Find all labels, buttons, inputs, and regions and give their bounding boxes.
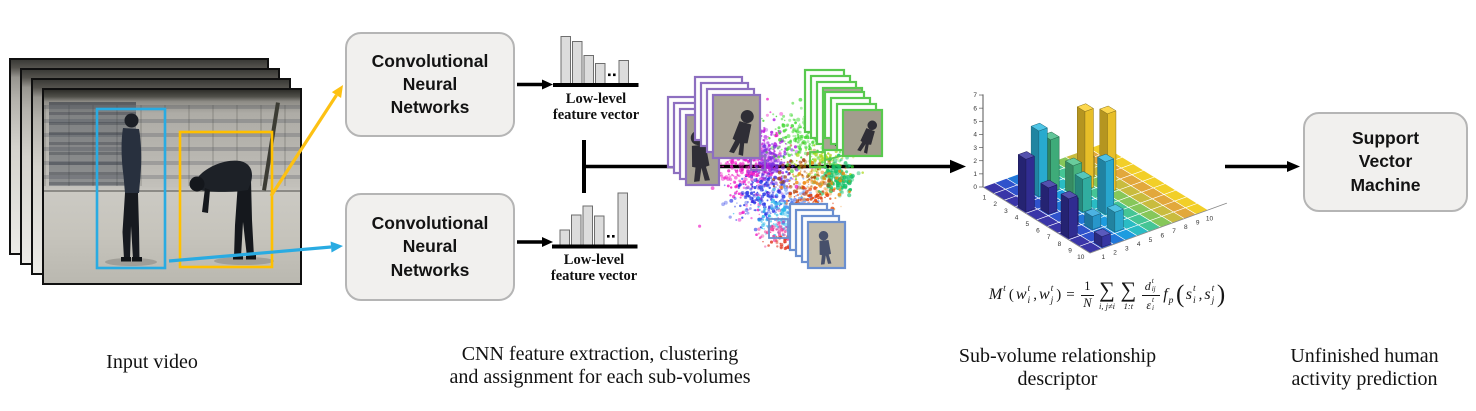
purple-stack-2 [693,75,762,160]
green-stack-2 [823,90,884,158]
svg-text:9: 9 [1068,247,1072,254]
svg-text:7: 7 [1172,228,1176,235]
caption-input-video: Input video [106,351,198,373]
pavement-edge [44,190,300,193]
caption-cnn-stage: CNN feature extraction, clustering and a… [449,343,751,388]
svg-text:3: 3 [973,145,977,152]
caption-prediction: Unfinished human activity prediction [1290,345,1439,390]
svg-text:10: 10 [1077,254,1085,261]
svg-text:1: 1 [973,171,977,178]
svg-text:5: 5 [1149,237,1153,244]
flow-arrows [168,79,1300,263]
svg-text:2: 2 [993,201,997,208]
feature-vector-label-bottom: Low-level feature vector [550,252,638,285]
svg-text:4: 4 [1015,214,1019,221]
svg-text:8: 8 [1058,241,1062,248]
svg-text:6: 6 [973,105,977,112]
svg-text:6: 6 [1036,228,1040,235]
svg-text:0: 0 [973,184,977,191]
svg-text:1: 1 [983,195,987,202]
tsne-scatter [698,95,875,251]
svg-text:8: 8 [1184,224,1188,231]
purple-stack-1 [666,95,721,187]
svg-text:2: 2 [973,158,977,165]
svg-text:7: 7 [1047,234,1051,241]
caption-descriptor: Sub-volume relationship descriptor [958,345,1157,390]
svg-text:9: 9 [1196,220,1200,227]
svg-text:5: 5 [1025,221,1029,228]
svg-text:5: 5 [973,119,977,126]
svg-text:3: 3 [1004,208,1008,215]
blue-stack-1 [788,202,847,270]
cnn-box-top: Convolutional Neural Networks [345,32,515,137]
green-stack-1 [803,68,864,152]
svg-text:1: 1 [1101,254,1105,261]
svg-text:10: 10 [1206,215,1214,222]
feature-histogram-bottom [552,192,638,249]
video-frame-front [42,88,302,285]
svg-text:7: 7 [973,92,977,99]
svm-box: Support Vector Machine [1303,112,1468,212]
svg-text:4: 4 [973,132,977,139]
cluster-annotations [666,68,884,270]
feature-histogram-top [553,36,639,87]
svg-text:6: 6 [1160,232,1164,239]
svg-text:2: 2 [1113,250,1117,257]
cnn-box-bottom: Convolutional Neural Networks [345,193,515,301]
glass-wall [49,101,137,187]
feature-vector-label-top: Low-level feature vector [552,91,640,124]
svg-text:3: 3 [1125,245,1129,252]
svg-text:4: 4 [1137,241,1141,248]
